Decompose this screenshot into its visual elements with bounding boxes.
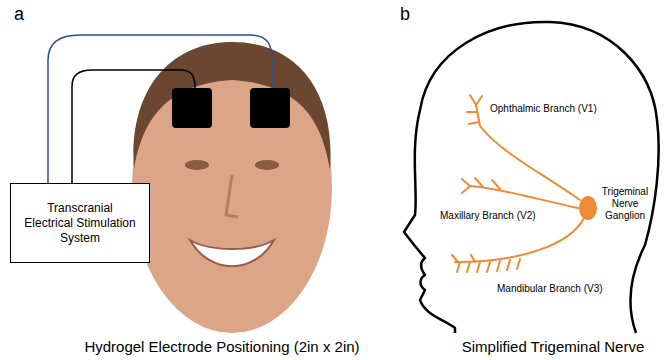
panel-letter: a [14,4,24,26]
face [132,43,332,333]
wire [72,70,195,183]
nose [226,175,238,217]
branch-label: Mandibular Branch (V3) [497,283,603,295]
panel-caption: Hydrogel Electrode Positioning (2in x 2i… [20,338,424,356]
wire [48,35,272,183]
branch-label: Maxillary Branch (V2) [440,210,536,222]
ganglion [579,196,597,220]
trigeminal-nerve [452,95,584,272]
branch-label: Ophthalmic Branch (V1) [490,103,597,115]
hair [133,42,330,170]
eye [185,160,209,170]
system-box: Transcranial Electrical Stimulation Syst… [10,183,150,263]
electrode [250,88,290,128]
box-text: Transcranial Electrical Stimulation Syst… [23,201,137,246]
panel-letter: b [400,4,410,26]
smile [190,240,274,266]
electrode [172,88,212,128]
ganglion-label: Trigeminal Nerve Ganglion [599,186,651,222]
panel-caption: Simplified Trigeminal Nerve [440,338,666,356]
head-outline [404,22,659,333]
eye [255,160,279,170]
